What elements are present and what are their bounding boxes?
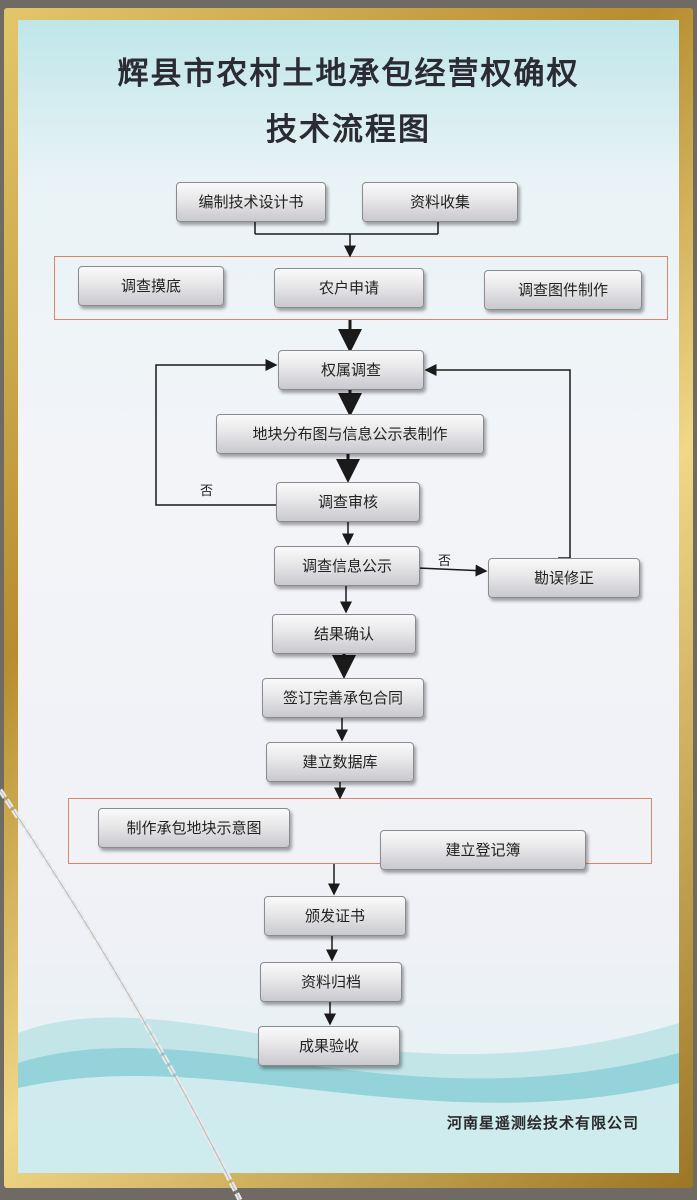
step-sign-contract: 签订完善承包合同: [262, 678, 424, 718]
no-label-review: 否: [200, 484, 214, 499]
step-farmer-apply: 农户申请: [274, 268, 424, 308]
step-plot-map: 地块分布图与信息公示表制作: [216, 414, 484, 454]
initial-stage-group: [54, 256, 668, 320]
decorative-wave: [18, 1017, 679, 1173]
step-design-book: 编制技术设计书: [176, 182, 326, 222]
page-title-line1: 辉县市农村土地承包经营权确权: [117, 56, 580, 92]
page-title-line2: 技术流程图: [266, 112, 431, 148]
flowchart-board: 辉县市农村土地承包经营权确权 技术流程图: [18, 20, 679, 1173]
step-ownership-survey: 权属调查: [278, 350, 424, 390]
output-stage-group: [68, 798, 652, 864]
step-issue-cert: 颁发证书: [264, 896, 406, 936]
step-archive: 资料归档: [260, 962, 402, 1002]
step-plot-sketch: 制作承包地块示意图: [98, 808, 290, 848]
step-survey-map: 调查图件制作: [484, 270, 642, 310]
step-survey-base: 调查摸底: [78, 266, 224, 306]
step-register-book: 建立登记簿: [380, 830, 586, 870]
step-error-correct: 勘误修正: [488, 558, 640, 598]
step-data-collect: 资料收集: [362, 182, 518, 222]
company-name: 河南星遥测绘技术有限公司: [446, 1114, 639, 1132]
no-label-publicity: 否: [438, 554, 452, 569]
step-info-publicity: 调查信息公示: [274, 546, 420, 586]
step-acceptance: 成果验收: [258, 1026, 400, 1066]
step-result-confirm: 结果确认: [272, 614, 416, 654]
step-build-db: 建立数据库: [266, 742, 414, 782]
step-survey-review: 调查审核: [276, 482, 420, 522]
